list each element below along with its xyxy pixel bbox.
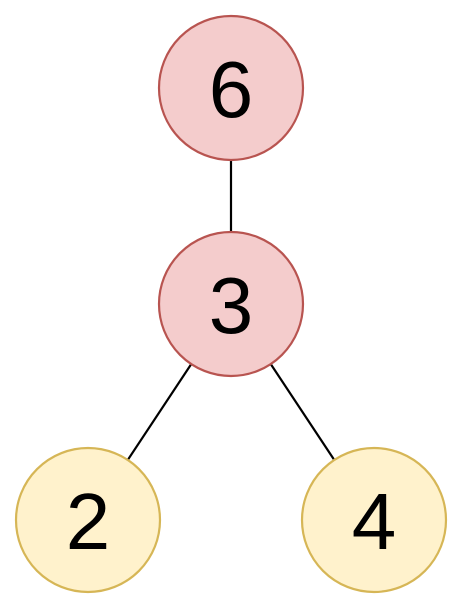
- node-label: 3: [209, 261, 254, 350]
- tree-node-n2: 2: [14, 446, 162, 594]
- edges-layer: [126, 158, 336, 462]
- tree-node-n4: 4: [300, 446, 448, 594]
- edge-n3-n2: [126, 362, 193, 462]
- node-label: 2: [66, 477, 111, 566]
- tree-node-n6: 6: [157, 14, 305, 162]
- tree-node-n3: 3: [157, 230, 305, 378]
- node-label: 6: [209, 45, 254, 134]
- node-label: 4: [352, 477, 397, 566]
- node-circle: [157, 230, 305, 378]
- node-circle: [14, 446, 162, 594]
- node-circle: [300, 446, 448, 594]
- nodes-layer: 6 3 2 4: [14, 14, 448, 594]
- edge-n3-n4: [269, 362, 336, 462]
- node-circle: [157, 14, 305, 162]
